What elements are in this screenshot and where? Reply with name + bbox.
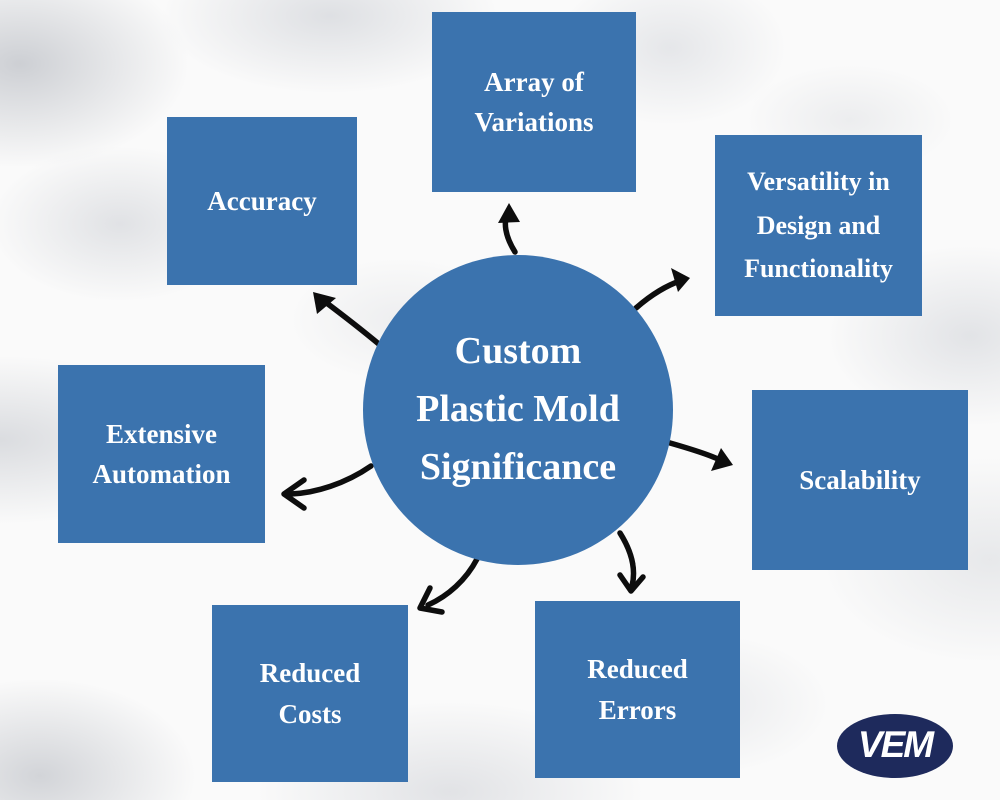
node-label-line: Extensive: [106, 418, 217, 449]
node-label-line: Reduced: [259, 658, 361, 688]
node-label-line: Scalability: [799, 464, 921, 495]
node-reduced-errors: Reduced Errors: [535, 601, 740, 778]
arrow-up-left-icon: [313, 292, 383, 348]
center-node-line: Significance: [419, 445, 617, 488]
node-extensive-automation: Extensive Automation: [58, 365, 265, 543]
node-label-line: Functionality: [744, 254, 893, 284]
node-scalability: Scalability: [752, 390, 968, 570]
node-versatility-in-design-and-functionality: Versatility in Design and Functionality: [715, 135, 922, 316]
node-label-line: Costs: [278, 698, 342, 729]
node-label-line: Variations: [474, 107, 594, 137]
center-node-custom-plastic-mold-significance: Custom Plastic Mold Significance: [363, 255, 673, 565]
node-array-of-variations: Array of Variations: [432, 12, 636, 192]
node-label-line: Errors: [598, 694, 677, 725]
center-node-line: Plastic Mold: [416, 388, 620, 431]
vem-logo-text: VEM: [857, 724, 934, 765]
node-reduced-costs: Reduced Costs: [212, 605, 408, 782]
arrow-down-left-icon: [417, 556, 480, 615]
node-label-line: Reduced: [587, 654, 688, 684]
node-label-line: Automation: [92, 459, 231, 489]
arrow-down-icon: [617, 530, 646, 594]
arrow-up-right-icon: [633, 268, 690, 311]
center-node-line: Custom: [454, 330, 582, 373]
arrow-left-icon: [281, 463, 374, 511]
node-accuracy: Accuracy: [167, 117, 357, 285]
node-label-line: Array of: [484, 66, 584, 97]
node-label-line: Accuracy: [207, 185, 317, 216]
node-label-line: Design and: [756, 210, 881, 240]
node-label-line: Versatility in: [747, 166, 890, 196]
arrow-up-icon: [498, 203, 520, 255]
vem-logo: VEM: [837, 714, 953, 778]
arrow-right-icon: [660, 438, 733, 471]
